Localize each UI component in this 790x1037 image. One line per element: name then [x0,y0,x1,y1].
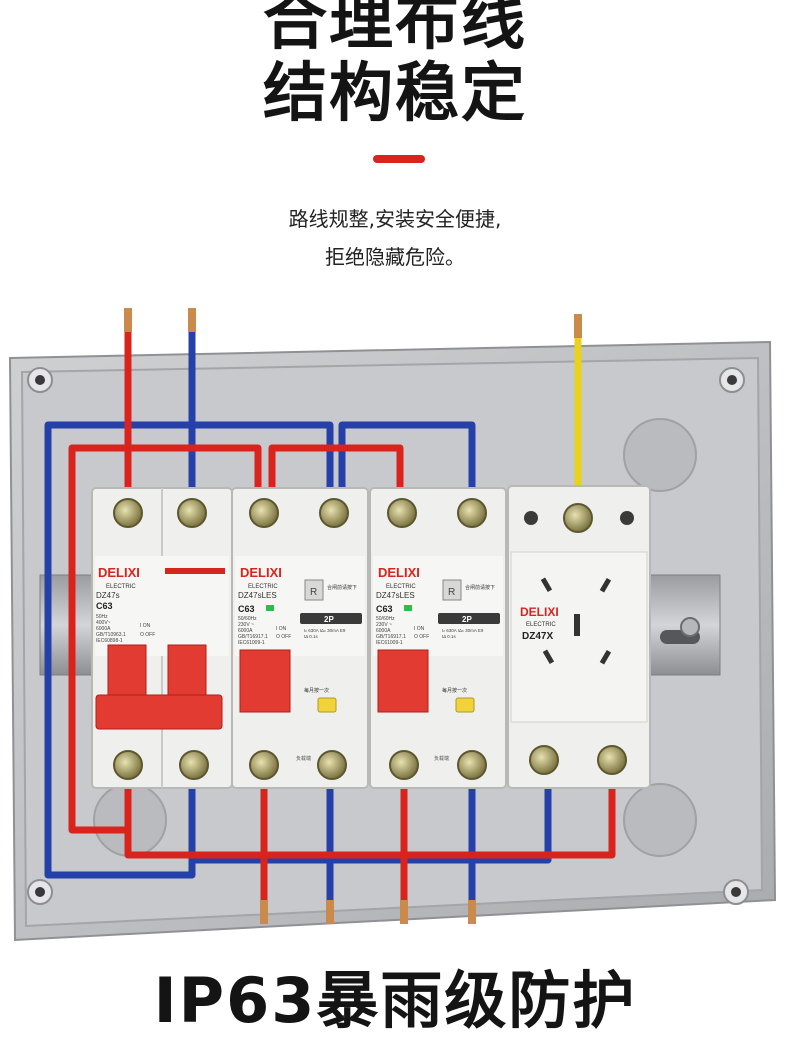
breaker-2-spec-4: IEC61009-1 [238,640,265,646]
breaker-2-test-text: 每月按一次 [304,687,329,694]
breaker-3-poles: 2P [462,615,472,624]
breaker-3-rating: C63 [376,604,393,614]
subtitle-line-1: 路线规整,安装安全便捷, [288,207,502,231]
breaker-3-load-text: 负载端 [434,755,449,762]
breaker-2-load-text: 负载端 [296,755,311,762]
rcbo-breaker-2: DELIXI ELECTRIC DZ47sLES C63 50/60Hz 230… [369,487,507,789]
breaker-3-spec-1: 230V ~ [376,622,392,628]
breaker-1-model: DZ47s [96,591,120,600]
rcbo-breaker-1: DELIXI ELECTRIC DZ47sLES C63 50/60Hz 230… [231,487,369,789]
socket-module: DELIXI ELECTRIC DZ47X [507,485,651,789]
breaker-1-spec-4: IEC60898-1 [96,638,123,644]
breaker-3-leak-0: Iₙ 630A IΔₙ 30mA E9 [442,628,484,633]
breaker-3-spec-4: IEC61009-1 [376,640,403,646]
breaker-1-on-label: I ON [140,623,151,629]
breaker-3-test-text: 每月按一次 [442,687,467,694]
breaker-2-test-button[interactable] [317,697,337,713]
subtitle-line-2: 拒绝隐藏危险。 [325,245,465,269]
accent-bar [373,155,425,163]
breaker-3-brand-sub: ELECTRIC [386,584,416,590]
socket-brand-sub: ELECTRIC [526,622,556,628]
breaker-1-spec-0: 50Hz [96,614,108,620]
breaker-1-brand: DELIXI [98,565,140,580]
breaker-1-brand-sub: ELECTRIC [106,584,136,590]
breaker-1-spec-2: 6000A [96,626,111,632]
breaker-3-on-label: I ON [414,626,425,632]
breaker-2-spec-0: 50/60Hz [238,616,257,622]
breaker-3-test-button[interactable] [455,697,475,713]
breaker-3-off-label: O OFF [414,634,429,640]
headline-line-1: 合理布线 [263,0,527,59]
breaker-3-reset-text: 合闸前请按下 [465,584,495,591]
breaker-3-spec-0: 50/60Hz [376,616,395,622]
breaker-2-rating: C63 [238,604,255,614]
breaker-3-brand: DELIXI [378,565,420,580]
red-wires [68,320,616,920]
breaker-2-toggle[interactable] [239,649,291,713]
breaker-2-spec-3: GB/T16917.1 [238,634,268,640]
breaker-2-spec-1: 230V ~ [238,622,254,628]
breaker-2-leak-1: tΔ 0.1s [304,634,319,639]
breaker-2-brand: DELIXI [240,565,282,580]
socket-model: DZ47X [522,631,553,642]
breaker-1-rating: C63 [96,601,113,611]
breaker-1-toggle[interactable] [95,694,223,730]
breaker-3-spec-3: GB/T16917.1 [376,634,406,640]
breaker-1-off-label: O OFF [140,632,155,638]
breaker-3-leak-1: tΔ 0.1s [442,634,457,639]
copper-tips [124,308,582,924]
terminal-screws [113,498,627,780]
breaker-2-reset-text: 合闸前请按下 [327,584,357,591]
breaker-2-model: DZ47sLES [238,591,277,600]
breaker-3-spec-2: 6000A [376,628,391,634]
breaker-1-spec-1: 400V~ [96,620,111,626]
breaker-2-off-label: O OFF [276,634,291,640]
distribution-box-photo: DELIXI ELECTRIC DZ47s C63 50Hz 400V~ 600… [8,308,777,942]
breaker-3-model: DZ47sLES [376,591,415,600]
breaker-2-spec-2: 6000A [238,628,253,634]
breaker-3-reset-label: R [448,587,455,598]
headline-line-2: 结构稳定 [263,57,527,131]
socket-brand: DELIXI [520,605,559,619]
main-breaker: DELIXI ELECTRIC DZ47s C63 50Hz 400V~ 600… [91,487,233,789]
breaker-1-spec-3: GB/T10963.1 [96,632,126,638]
breaker-2-brand-sub: ELECTRIC [248,584,278,590]
breaker-2-reset-label: R [310,587,317,598]
breaker-2-poles: 2P [324,615,334,624]
breaker-3-toggle[interactable] [377,649,429,713]
bottom-headline: IP63暴雨级防护 [153,964,637,1037]
breaker-2-on-label: I ON [276,626,287,632]
breaker-2-leak-0: Iₙ 630A IΔₙ 30mA E9 [304,628,346,633]
